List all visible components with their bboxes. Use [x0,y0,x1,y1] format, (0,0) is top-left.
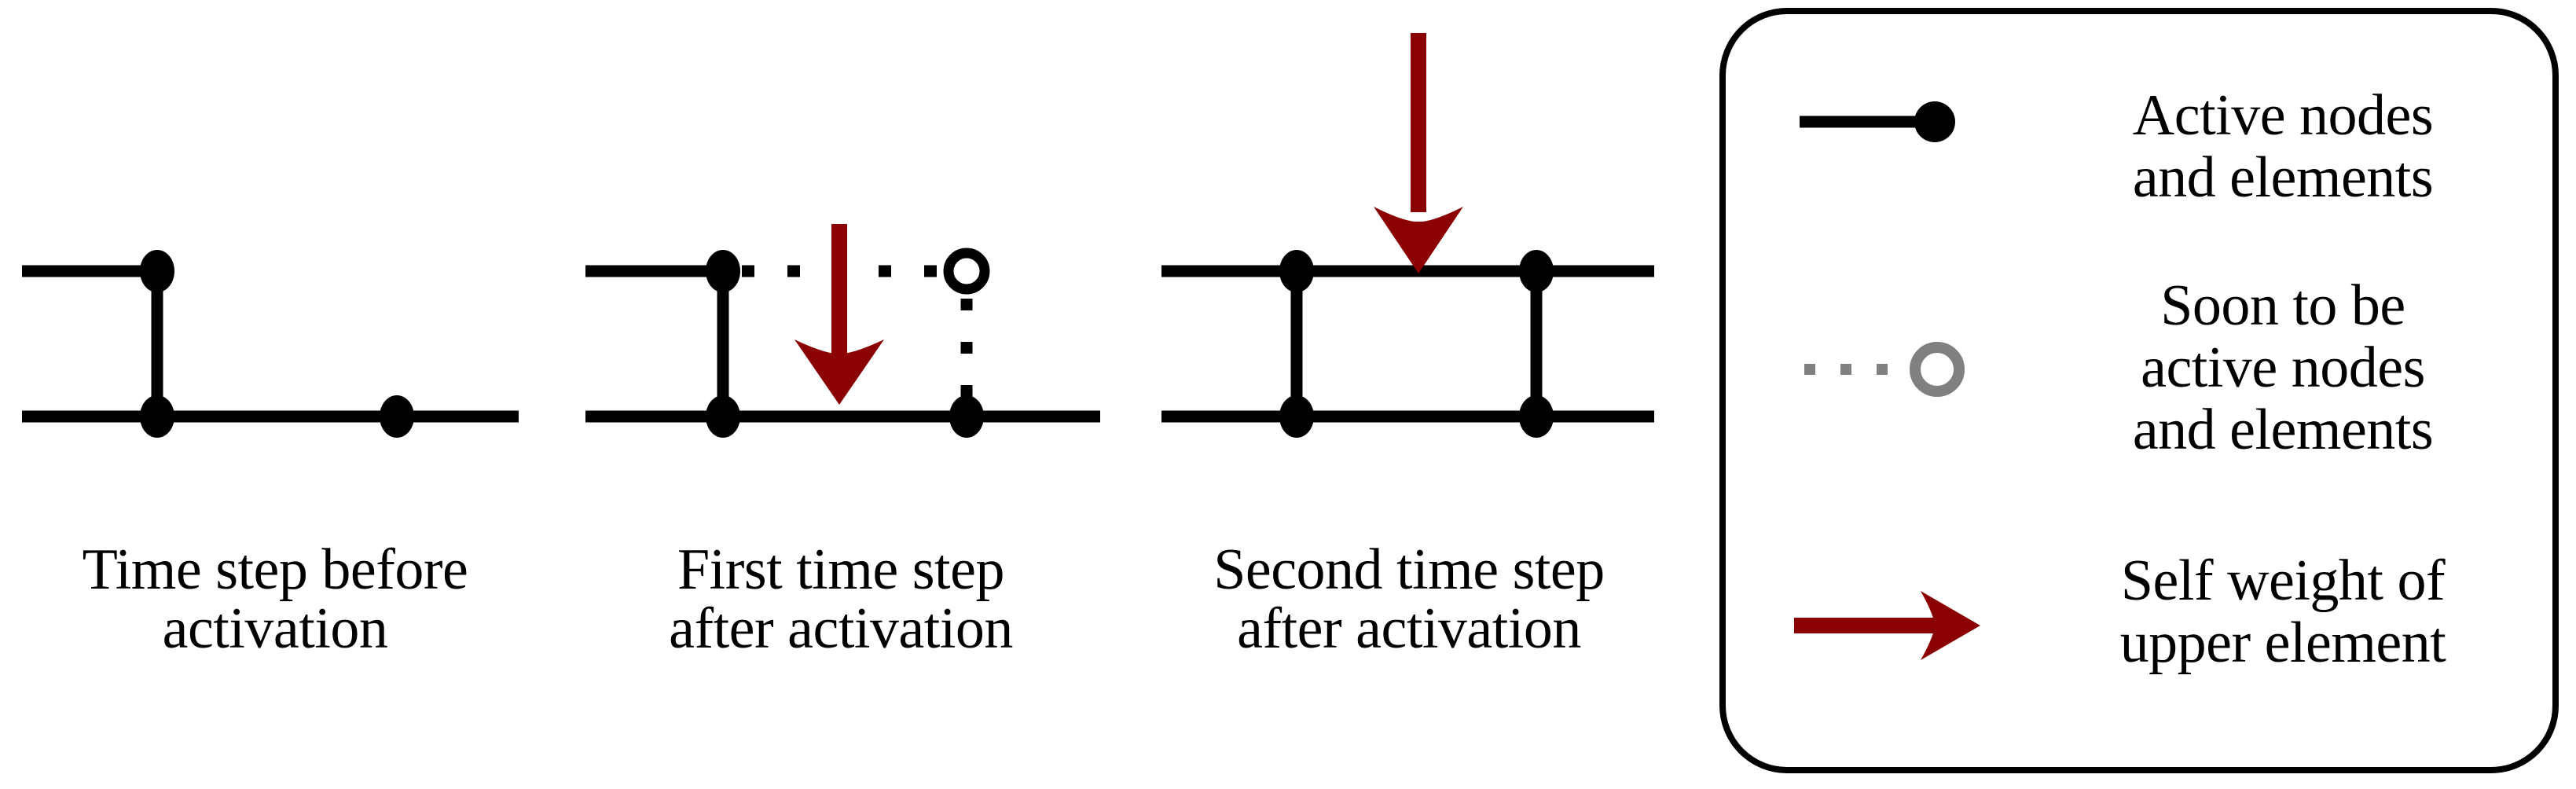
legend-label-active: Active nodes and elements [2132,83,2434,211]
legend-marker-active [1800,101,1955,142]
panel-3-diagram [1161,33,1654,438]
panel-3-node-upper-left [1279,250,1314,292]
panel-3-caption: Second time step after activation [1213,538,1605,662]
panel-2-diagram [585,224,1100,438]
panel-2-node-lower-right [949,395,984,438]
panel-1-diagram [22,250,519,438]
panel-1-node-lower-right [380,395,414,438]
panel-1-caption: Time step before activation [82,538,468,662]
legend-box [1719,8,2559,773]
panel-3-node-lower-left [1279,395,1314,438]
legend-label-self-weight: Self weight of upper element [2119,549,2446,676]
panel-2-node-lower-left [706,395,740,438]
panel-2-self-weight-arrow [794,224,884,405]
panel-2-caption: First time step after activation [669,538,1013,662]
legend-label-pending: Soon to be active nodes and elements [2132,273,2434,463]
panel-2-node-upper-left [706,250,740,292]
panel-2-node-pending-hollow [943,248,990,295]
legend-marker-pending [1804,342,1965,397]
panel-3-self-weight-arrow [1374,33,1463,273]
panel-1-node-lower-left [140,395,174,438]
panel-1-node-upper-left [140,250,174,292]
panel-3-node-lower-right [1519,395,1554,438]
panel-3-node-upper-right [1519,250,1554,292]
legend-marker-self-weight [1794,591,1980,660]
